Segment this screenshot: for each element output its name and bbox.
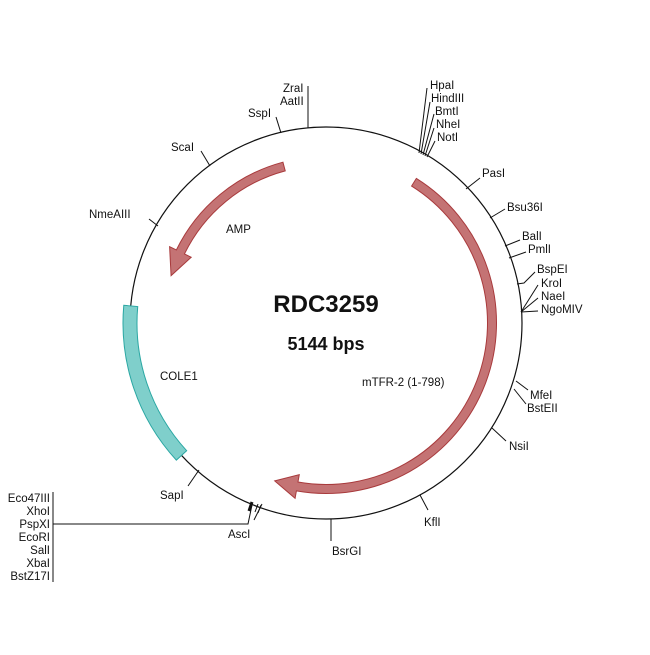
site-eco47iii[interactable]: Eco47III xyxy=(8,493,50,505)
site-scai[interactable]: ScaI xyxy=(171,142,194,154)
site-bstz17i[interactable]: BstZ17I xyxy=(10,571,50,583)
feature-label-mtfr2: mTFR-2 (1-798) xyxy=(362,377,445,389)
site-nhei[interactable]: NheI xyxy=(436,119,460,131)
feature-amp-arrow[interactable] xyxy=(169,161,286,277)
site-bsu36i[interactable]: Bsu36I xyxy=(507,202,543,214)
site-sapi[interactable]: SapI xyxy=(160,490,184,502)
site-hindiii[interactable]: HindIII xyxy=(431,93,464,105)
site-bali[interactable]: BalI xyxy=(522,231,542,243)
feature-mtfr2-arrow[interactable] xyxy=(273,177,497,500)
site-sali[interactable]: SalI xyxy=(30,545,50,557)
site-nmeaiii[interactable]: NmeAIII xyxy=(89,209,131,221)
site-pmli[interactable]: PmlI xyxy=(528,244,551,256)
feature-label-cole1: COLE1 xyxy=(160,371,198,383)
site-sspi[interactable]: SspI xyxy=(248,108,271,120)
site-ngomiv[interactable]: NgoMIV xyxy=(541,304,583,316)
site-bsrgi[interactable]: BsrGI xyxy=(332,546,361,558)
site-noti[interactable]: NotI xyxy=(437,132,458,144)
site-group-bottom: BsrGI AscI SapI Eco47IIIXhoIPspXIEcoRISa… xyxy=(8,469,361,583)
site-xbai[interactable]: XbaI xyxy=(26,558,50,570)
site-aatii[interactable]: AatII xyxy=(280,96,304,108)
site-group-right: HpaI HindIII BmtI NheI NotI PasI Bsu36I … xyxy=(418,80,583,529)
backbone-circle xyxy=(129,126,523,520)
site-asci[interactable]: AscI xyxy=(228,529,250,541)
plasmid-size: 5144 bps xyxy=(287,334,364,354)
site-zrai[interactable]: ZraI xyxy=(283,83,303,95)
site-ecori[interactable]: EcoRI xyxy=(19,532,50,544)
plasmid-name: RDC3259 xyxy=(273,291,378,318)
site-bsteii[interactable]: BstEII xyxy=(527,403,558,415)
site-kfli[interactable]: KflI xyxy=(424,517,441,529)
site-xhoi[interactable]: XhoI xyxy=(26,506,50,518)
site-naei[interactable]: NaeI xyxy=(541,291,565,303)
feature-cole1[interactable] xyxy=(122,304,188,461)
site-nsii[interactable]: NsiI xyxy=(509,441,529,453)
site-bmti[interactable]: BmtI xyxy=(435,106,459,118)
site-mfei[interactable]: MfeI xyxy=(530,390,552,402)
site-group-top: ZraI AatII SspI ScaI NmeAIII xyxy=(89,83,309,227)
site-kroi[interactable]: KroI xyxy=(541,278,562,290)
site-pspxi[interactable]: PspXI xyxy=(19,519,50,531)
site-hpai[interactable]: HpaI xyxy=(430,80,454,92)
site-pasi[interactable]: PasI xyxy=(482,168,505,180)
site-bspei[interactable]: BspEI xyxy=(537,264,568,276)
feature-label-amp: AMP xyxy=(226,224,251,236)
